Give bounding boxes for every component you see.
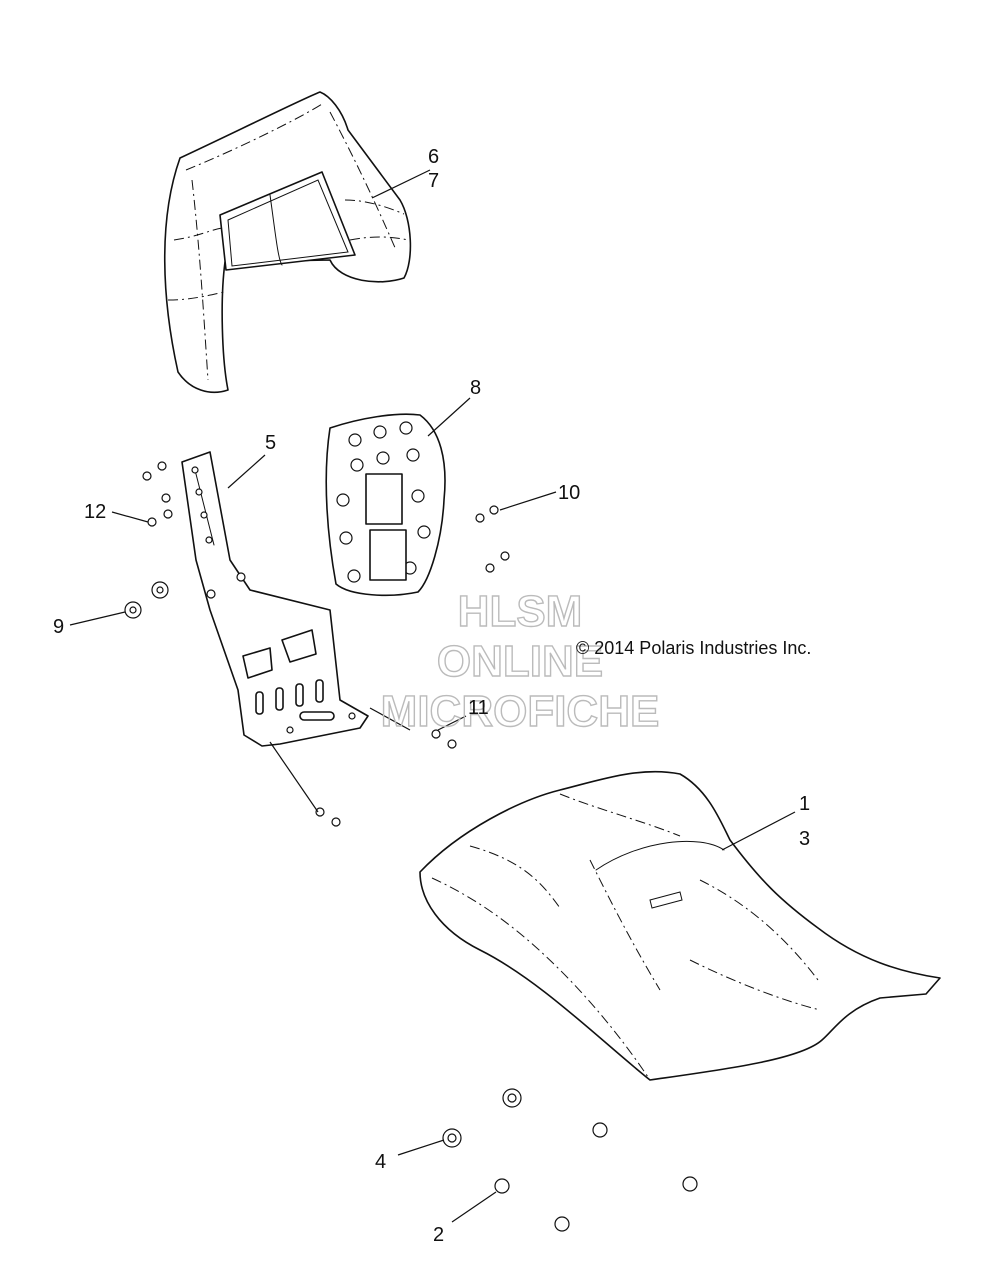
watermark-line-2: ONLINE xyxy=(437,637,603,686)
callout-3: 3 xyxy=(799,828,810,850)
callout-5: 5 xyxy=(265,432,276,454)
hardware xyxy=(124,461,698,1232)
callout-12: 12 xyxy=(84,501,106,523)
backrest-mounting-plate xyxy=(325,413,446,597)
leader-lines xyxy=(69,169,796,1223)
callout-8: 8 xyxy=(470,377,481,399)
main-seat xyxy=(419,770,941,1081)
callout-9: 9 xyxy=(53,616,64,638)
callout-4: 4 xyxy=(375,1151,386,1173)
callout-6: 6 xyxy=(428,146,439,168)
callout-7: 7 xyxy=(428,170,439,192)
watermark-line-1: HLSM xyxy=(458,587,583,636)
callouts: 6 7 8 5 10 12 9 11 1 3 4 2 xyxy=(53,146,810,1246)
copyright-notice: © 2014 Polaris Industries Inc. xyxy=(576,638,811,658)
backrest-bracket xyxy=(181,451,369,747)
callout-10: 10 xyxy=(558,482,580,504)
callout-2: 2 xyxy=(433,1224,444,1246)
callout-1: 1 xyxy=(799,793,810,815)
callout-11: 11 xyxy=(468,697,489,719)
watermark-line-3: MICROFICHE xyxy=(381,687,660,736)
watermark: HLSM ONLINE MICROFICHE xyxy=(380,586,660,736)
backrest-cushion xyxy=(163,91,412,394)
